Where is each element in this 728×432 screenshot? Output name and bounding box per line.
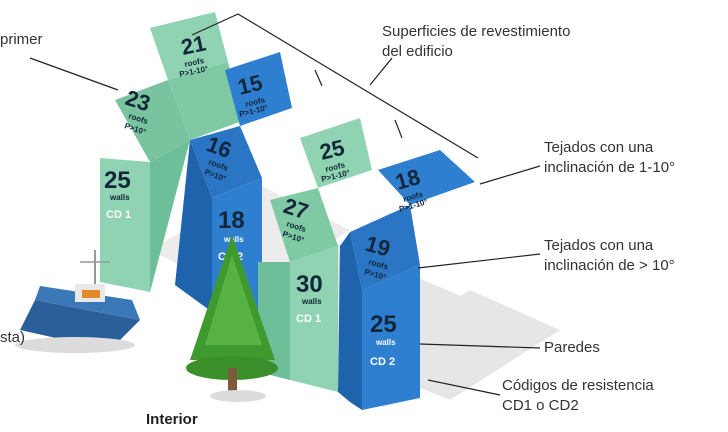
- panel-right-green-wall: 30: [296, 271, 323, 298]
- callout-leaders: [29, 13, 541, 396]
- panel-left-blue-wall: 18: [218, 207, 245, 234]
- panel-left-green-wall-label: walls: [109, 193, 130, 202]
- panel-left-green-code: CD 1: [106, 209, 131, 221]
- panel-left-blue-wall-label: walls: [223, 235, 244, 244]
- tree-icon: [186, 235, 278, 402]
- boat-icon: [15, 250, 140, 353]
- label-primer: primer: [0, 31, 43, 48]
- label-superficies-line2: del edificio: [382, 43, 453, 60]
- panel-left-green-wall: 25: [104, 167, 131, 194]
- panel-right-blue-wall-label: walls: [375, 338, 396, 347]
- label-tejados-low-line1: Tejados con una: [544, 139, 654, 156]
- panel-right-green-code: CD 1: [296, 313, 321, 325]
- label-tejados-high-line2: inclinación de > 10°: [544, 257, 675, 274]
- panel-right-green: 25 roofs P>1-10° 27 roofs P>10° 30 walls…: [258, 118, 372, 392]
- label-costa: sta): [0, 329, 26, 346]
- label-interior: Interior: [146, 411, 198, 428]
- label-superficies-line1: Superficies de revestimiento: [382, 23, 571, 40]
- panel-right-blue-wall: 25: [370, 311, 397, 338]
- label-paredes: Paredes: [544, 339, 600, 356]
- label-tejados-high-line1: Tejados con una: [544, 237, 654, 254]
- label-codigos-line1: Códigos de resistencia: [502, 377, 654, 394]
- label-tejados-low-line2: inclinación de 1-10°: [544, 159, 676, 176]
- label-codigos-line2: CD1 o CD2: [502, 397, 579, 414]
- panel-left-green-roof-low: 21: [179, 30, 208, 60]
- panel-right-green-roof-low: 25: [317, 135, 347, 165]
- panel-right-green-wall-label: walls: [301, 297, 322, 306]
- panel-left-green-roof-low-label: roofs: [184, 56, 206, 69]
- panel-right-blue: 18 roofs P>1-10° 19 roofs P>10° 25 walls…: [338, 150, 475, 410]
- panel-left-blue-roof-low: 15: [235, 70, 265, 100]
- panel-left-blue: 15 roofs P>1-10° 16 roofs P>10° 18 walls…: [175, 52, 292, 320]
- panel-right-blue-code: CD 2: [370, 356, 395, 368]
